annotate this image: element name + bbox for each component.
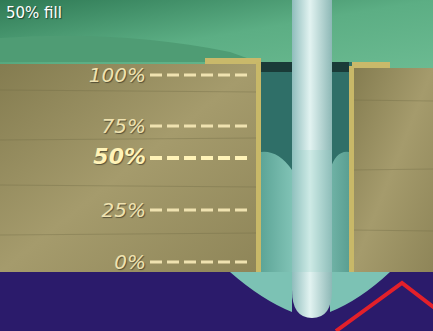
fill-level-label: 75% (46, 115, 146, 137)
solder-band-front (292, 150, 332, 272)
fill-caption: 50% fill (6, 4, 62, 22)
fill-level-label: 50% (46, 146, 146, 168)
fill-level-label: 100% (46, 64, 146, 86)
highlight-frame (336, 283, 433, 331)
plating-right (349, 66, 354, 272)
board-layer-right (352, 68, 433, 272)
plating-left (256, 62, 261, 272)
level-dashes (150, 75, 250, 262)
board-texture (0, 90, 433, 235)
fill-level-label: 25% (46, 199, 146, 221)
board-surface (0, 0, 433, 72)
board-layer-left (0, 64, 258, 272)
fill-level-label: 0% (46, 251, 146, 273)
component-lead (292, 0, 332, 318)
